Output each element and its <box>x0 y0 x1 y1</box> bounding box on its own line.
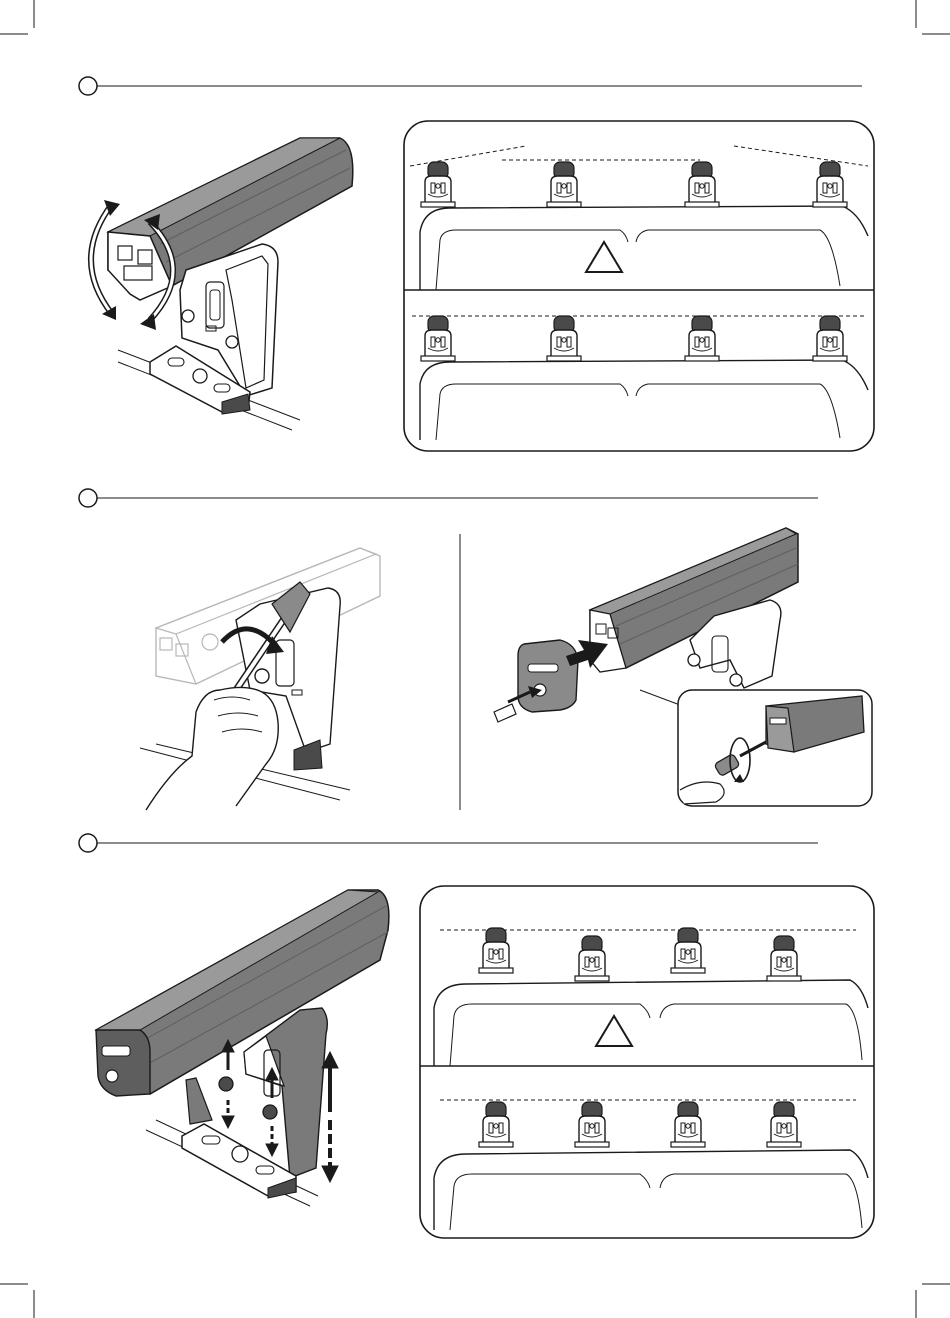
step-2-marker <box>79 489 97 507</box>
end-cap-detail-inset <box>678 690 872 806</box>
check-panel-frame <box>404 121 874 451</box>
step-3-marker <box>79 834 97 852</box>
bolt-tightening-illustration <box>140 548 380 810</box>
step-1-header <box>79 77 862 95</box>
step-1-marker <box>79 77 97 95</box>
foot-height-check <box>420 886 874 1238</box>
bar-rotation-illustration <box>91 138 353 430</box>
end-cap-insertion-illustration <box>494 528 872 806</box>
foot-alignment-check <box>404 121 874 451</box>
foot-height-adjustment-illustration <box>96 890 389 1206</box>
step-2-header <box>79 489 818 507</box>
step-3-header <box>79 834 818 852</box>
